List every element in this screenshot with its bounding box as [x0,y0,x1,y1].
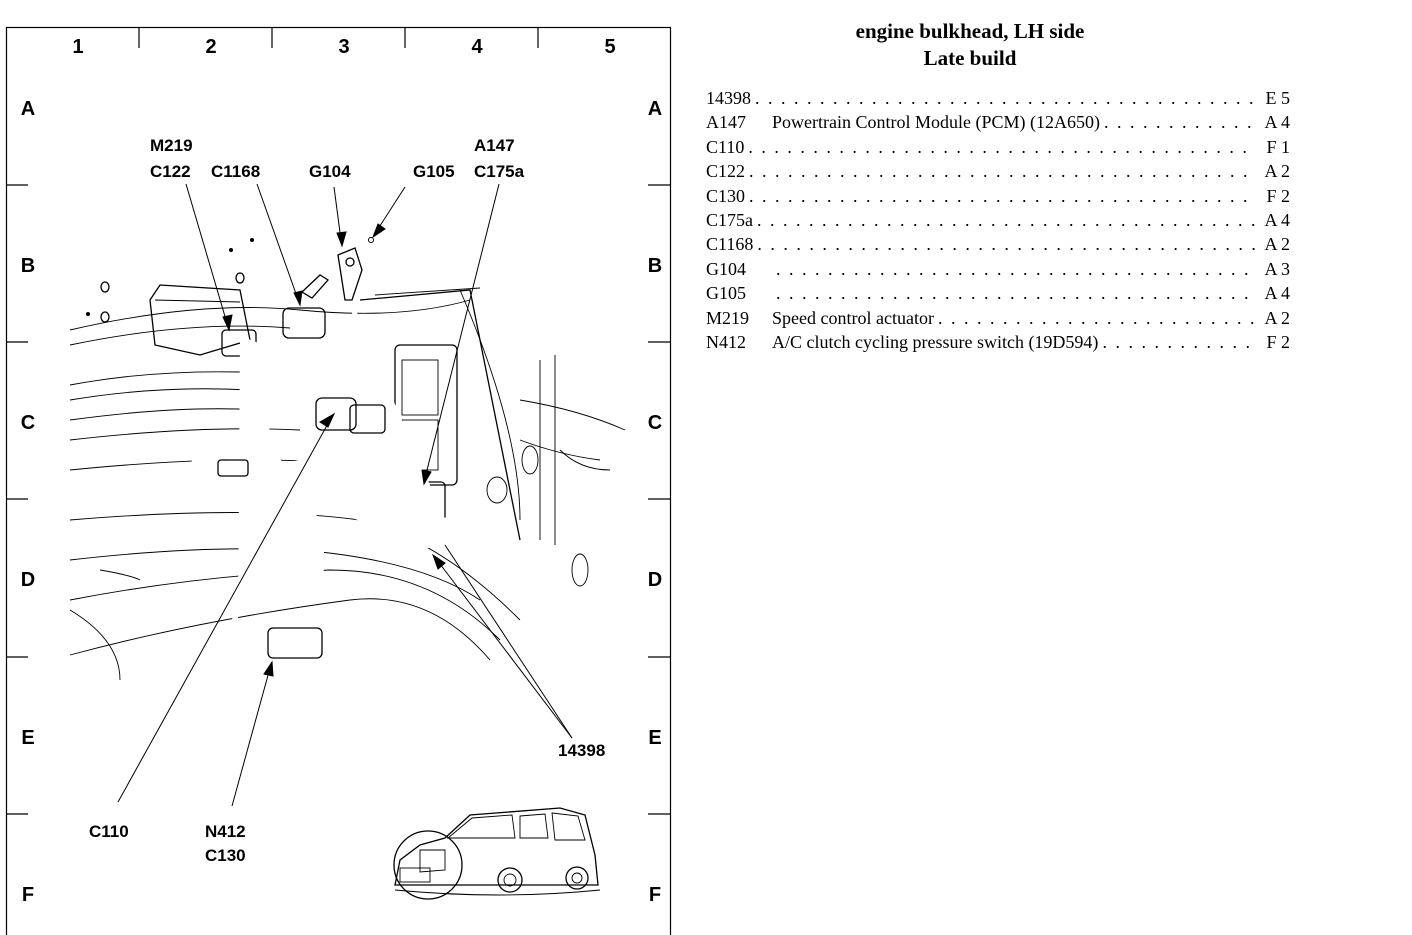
legend-code: G105 [706,283,746,304]
legend-code: C122 [706,161,746,182]
grid-col-3: 3 [338,36,349,58]
legend-code: A147 [706,112,746,133]
grid-row-c-left: C [21,412,35,434]
legend-row: C175a A 4 [706,210,1290,234]
legend-dot-leader [749,161,1256,182]
legend-description: Speed control actuator [772,307,934,328]
legend-dot-leader [1102,332,1256,353]
grid-row-d-right: D [648,569,662,591]
grid-row-d-left: D [21,569,35,591]
engine-bay-drawing [69,237,626,681]
legend-dot-leader [757,210,1256,231]
vehicle-locator-icon [393,807,601,900]
legend-code: M219 [706,307,750,328]
legend-dot-leader [757,234,1256,255]
callout-g105: G105 [413,162,455,181]
legend-row: N412 A/C clutch cycling pressure switch … [706,332,1290,356]
legend-location: A 3 [1264,258,1290,279]
grid-row-b-right: B [648,255,662,277]
legend-code: C130 [706,185,746,206]
legend-code: G104 [706,258,746,279]
legend-location: A 4 [1264,209,1290,230]
callout-n412: N412 [205,822,246,841]
legend-dot-leader [776,283,1256,304]
grid-row-b-left: B [21,255,35,277]
grid-row-f-left: F [22,884,34,906]
callout-c122: C122 [150,162,191,181]
legend-row: G104 A 3 [706,259,1290,283]
grid-row-f-right: F [649,884,661,906]
grid-row-a-left: A [21,98,35,120]
grid-col-5: 5 [604,36,615,58]
component-legend: 14398 E 5 A147 Powertrain Control Module… [706,88,1290,356]
callout-c130: C130 [205,846,246,865]
row-ticks [7,184,670,815]
callout-c110: C110 [89,822,129,841]
column-ticks [138,28,539,48]
grid-row-e-left: E [21,727,34,749]
page-title-block: engine bulkhead, LH side Late build [700,18,1240,72]
grid-col-1: 1 [72,36,83,58]
legend-location: F 2 [1266,185,1290,206]
leader-lines [117,183,573,807]
legend-location: F 2 [1266,331,1290,352]
callout-c175a: C175a [474,162,525,181]
legend-dot-leader [755,88,1256,109]
legend-location: F 1 [1266,136,1290,157]
diagram-frame [5,26,672,935]
callout-g104: G104 [309,162,351,181]
grid-row-a-right: A [648,98,662,120]
legend-location: A 2 [1264,161,1290,182]
legend-row: 14398 E 5 [706,88,1290,112]
legend-location: E 5 [1265,88,1291,108]
legend-location: A 2 [1264,234,1290,255]
legend-location: A 4 [1264,283,1290,304]
wiring-location-diagram: 1 2 3 4 5 A B C D E F A B C D E F [5,26,672,935]
legend-dot-leader [776,259,1256,280]
callout-m219: M219 [150,136,193,155]
legend-row: C110 F 1 [706,137,1290,161]
legend-dot-leader [749,186,1256,207]
legend-dot-leader [1104,112,1256,133]
grid-col-4: 4 [471,36,483,58]
callout-a147: A147 [474,136,515,155]
grid-col-2: 2 [205,36,216,58]
legend-code: C1168 [706,234,754,255]
legend-code: N412 [706,331,746,352]
legend-description: A/C clutch cycling pressure switch (19D5… [772,331,1099,352]
legend-row: G105 A 4 [706,283,1290,307]
legend-row: A147 Powertrain Control Module (PCM) (12… [706,112,1290,136]
callout-14398: 14398 [558,741,605,760]
legend-dot-leader [938,308,1256,329]
callout-c1168: C1168 [211,162,260,181]
legend-row: M219 Speed control actuator A 2 [706,308,1290,332]
legend-location: A 2 [1264,307,1290,328]
legend-row: C122 A 2 [706,161,1290,185]
legend-row: C130 F 2 [706,186,1290,210]
legend-code: C110 [706,136,745,157]
legend-dot-leader [748,137,1256,158]
legend-location: A 4 [1264,112,1290,133]
page-title: engine bulkhead, LH side [855,19,1085,43]
legend-code: C175a [706,209,753,230]
legend-description: Powertrain Control Module (PCM) (12A650) [772,112,1100,133]
grid-row-e-right: E [648,727,661,749]
page-subtitle: Late build [923,46,1017,70]
legend-code: 14398 [706,88,751,108]
legend-row: C1168 A 2 [706,234,1290,258]
grid-row-c-right: C [648,412,662,434]
